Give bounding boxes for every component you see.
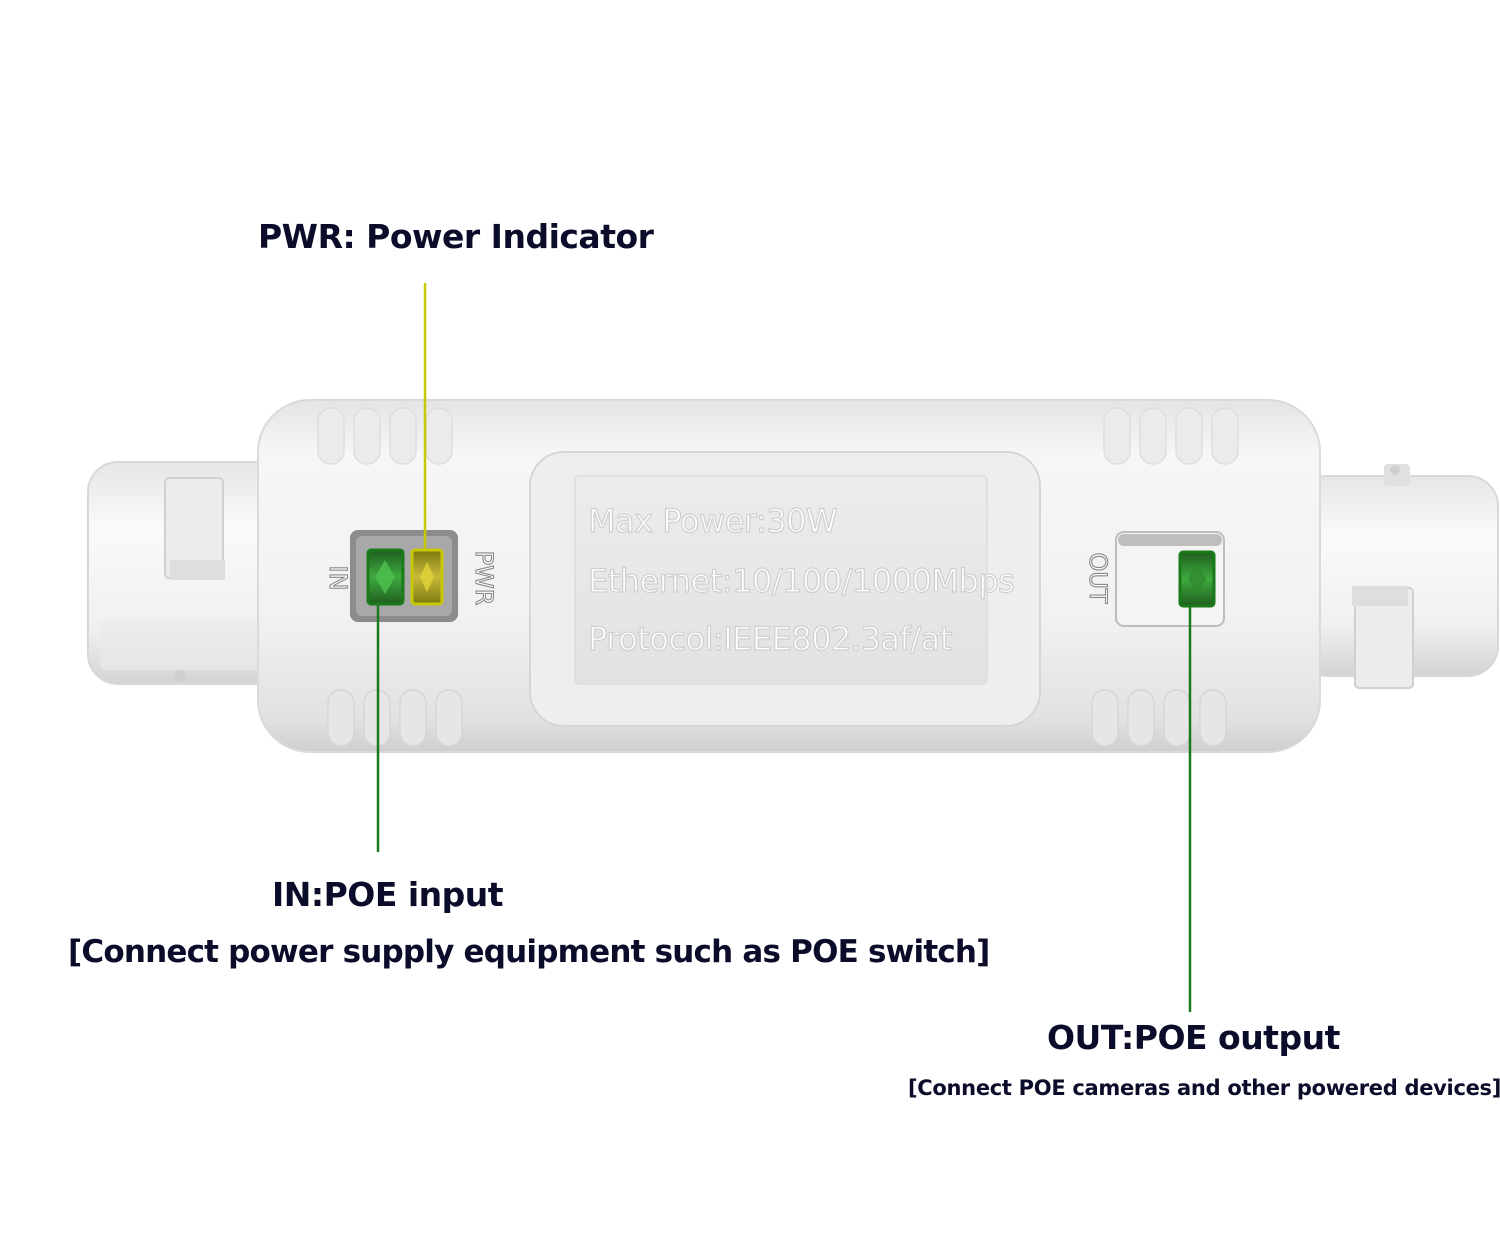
in-callout-description: [Connect power supply equipment such as … bbox=[68, 934, 990, 970]
left-connector bbox=[87, 461, 289, 685]
pwr-led bbox=[410, 548, 444, 606]
right-connector bbox=[1297, 464, 1499, 689]
spec-protocol: Protocol:IEEE802.3af/at bbox=[588, 620, 952, 658]
pwr-port-label: PWR bbox=[470, 551, 498, 606]
out-callout-title: OUT:POE output bbox=[1047, 1018, 1340, 1057]
out-port-label: OUT bbox=[1084, 552, 1112, 603]
out-led bbox=[1178, 550, 1216, 608]
spec-max-power: Max Power:30W bbox=[588, 502, 837, 540]
in-port-label: IN bbox=[324, 565, 352, 590]
out-callout-description: [Connect POE cameras and other powered d… bbox=[908, 1076, 1500, 1100]
in-led bbox=[366, 548, 405, 606]
in-callout-title: IN:POE input bbox=[272, 875, 504, 914]
spec-ethernet: Ethernet:10/100/1000Mbps bbox=[588, 562, 1014, 600]
splitter-housing bbox=[257, 399, 1321, 753]
pwr-callout-title: PWR: Power Indicator bbox=[258, 217, 654, 256]
